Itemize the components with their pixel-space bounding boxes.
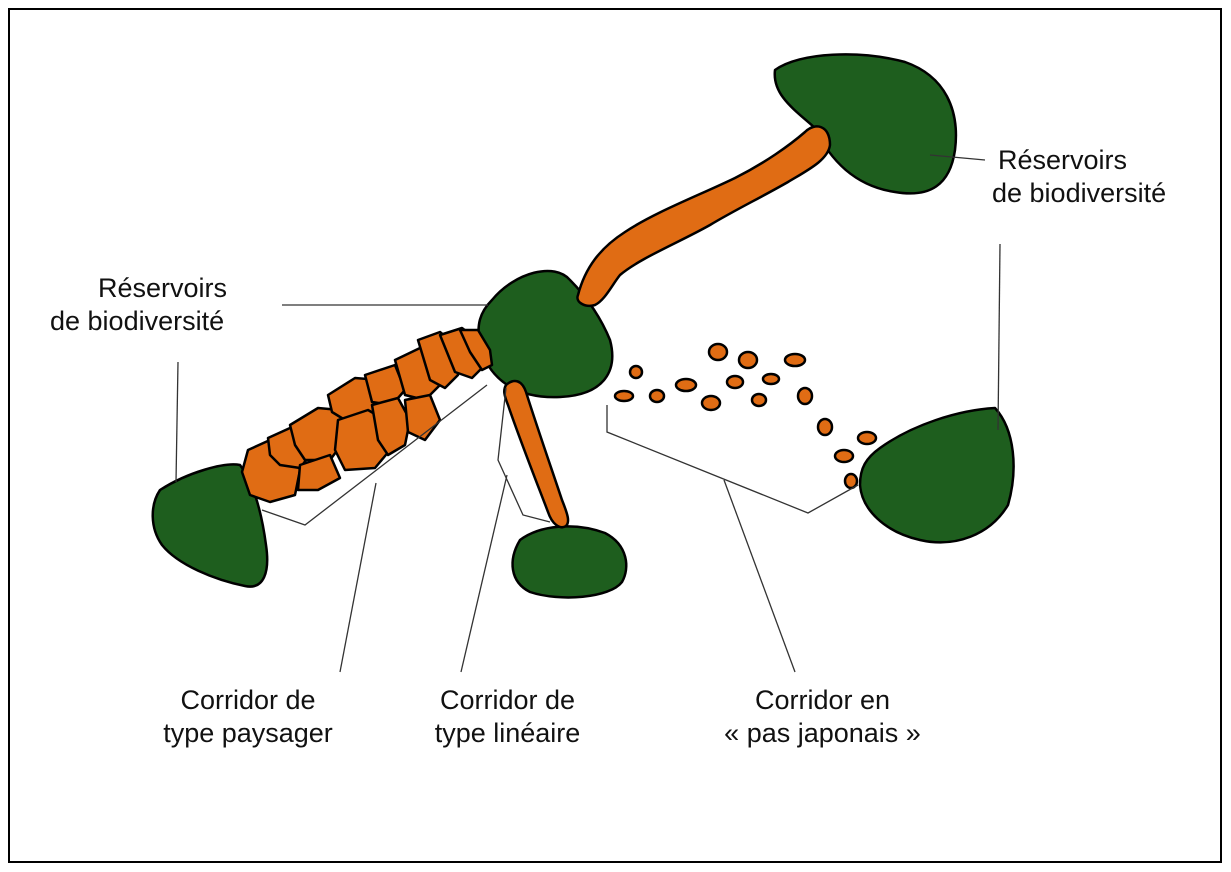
label-corridor-paysager-line1: Corridor de xyxy=(128,684,368,717)
corridor-landscape-block xyxy=(405,395,440,440)
leader-line-corridor-lineaire xyxy=(461,475,507,672)
leader-line-reservoirs-right-bottom xyxy=(998,244,1000,430)
label-reservoirs-left-line2: de biodiversité xyxy=(50,305,227,338)
label-corridor-paysager: Corridor de type paysager xyxy=(128,684,368,750)
label-corridor-pas-japonais-line1: Corridor en xyxy=(690,684,955,717)
label-reservoirs-right: Réservoirs de biodiversité xyxy=(992,144,1166,210)
corridor-linear-upper xyxy=(577,126,830,305)
label-corridor-lineaire-line2: type linéaire xyxy=(405,717,610,750)
corridor-linear-lower xyxy=(504,381,568,527)
label-reservoirs-left: Réservoirs de biodiversité xyxy=(50,272,227,338)
reservoir-right xyxy=(860,408,1014,542)
label-corridor-lineaire: Corridor de type linéaire xyxy=(405,684,610,750)
leader-line-corridor-paysager xyxy=(340,483,376,672)
leader-line-reservoirs-left-bottom xyxy=(176,362,178,482)
label-corridor-paysager-line2: type paysager xyxy=(128,717,368,750)
label-reservoirs-right-line1: Réservoirs xyxy=(992,144,1166,177)
label-corridor-lineaire-line1: Corridor de xyxy=(405,684,610,717)
label-reservoirs-left-line1: Réservoirs xyxy=(50,272,227,305)
reservoir-bottom-center xyxy=(513,526,627,597)
leader-line-corridor-pas-japonais xyxy=(724,480,795,672)
label-reservoirs-right-line2: de biodiversité xyxy=(992,177,1166,210)
corridor-stepping-stones xyxy=(615,344,876,488)
label-corridor-pas-japonais-line2: « pas japonais » xyxy=(690,717,955,750)
label-corridor-pas-japonais: Corridor en « pas japonais » xyxy=(690,684,955,750)
